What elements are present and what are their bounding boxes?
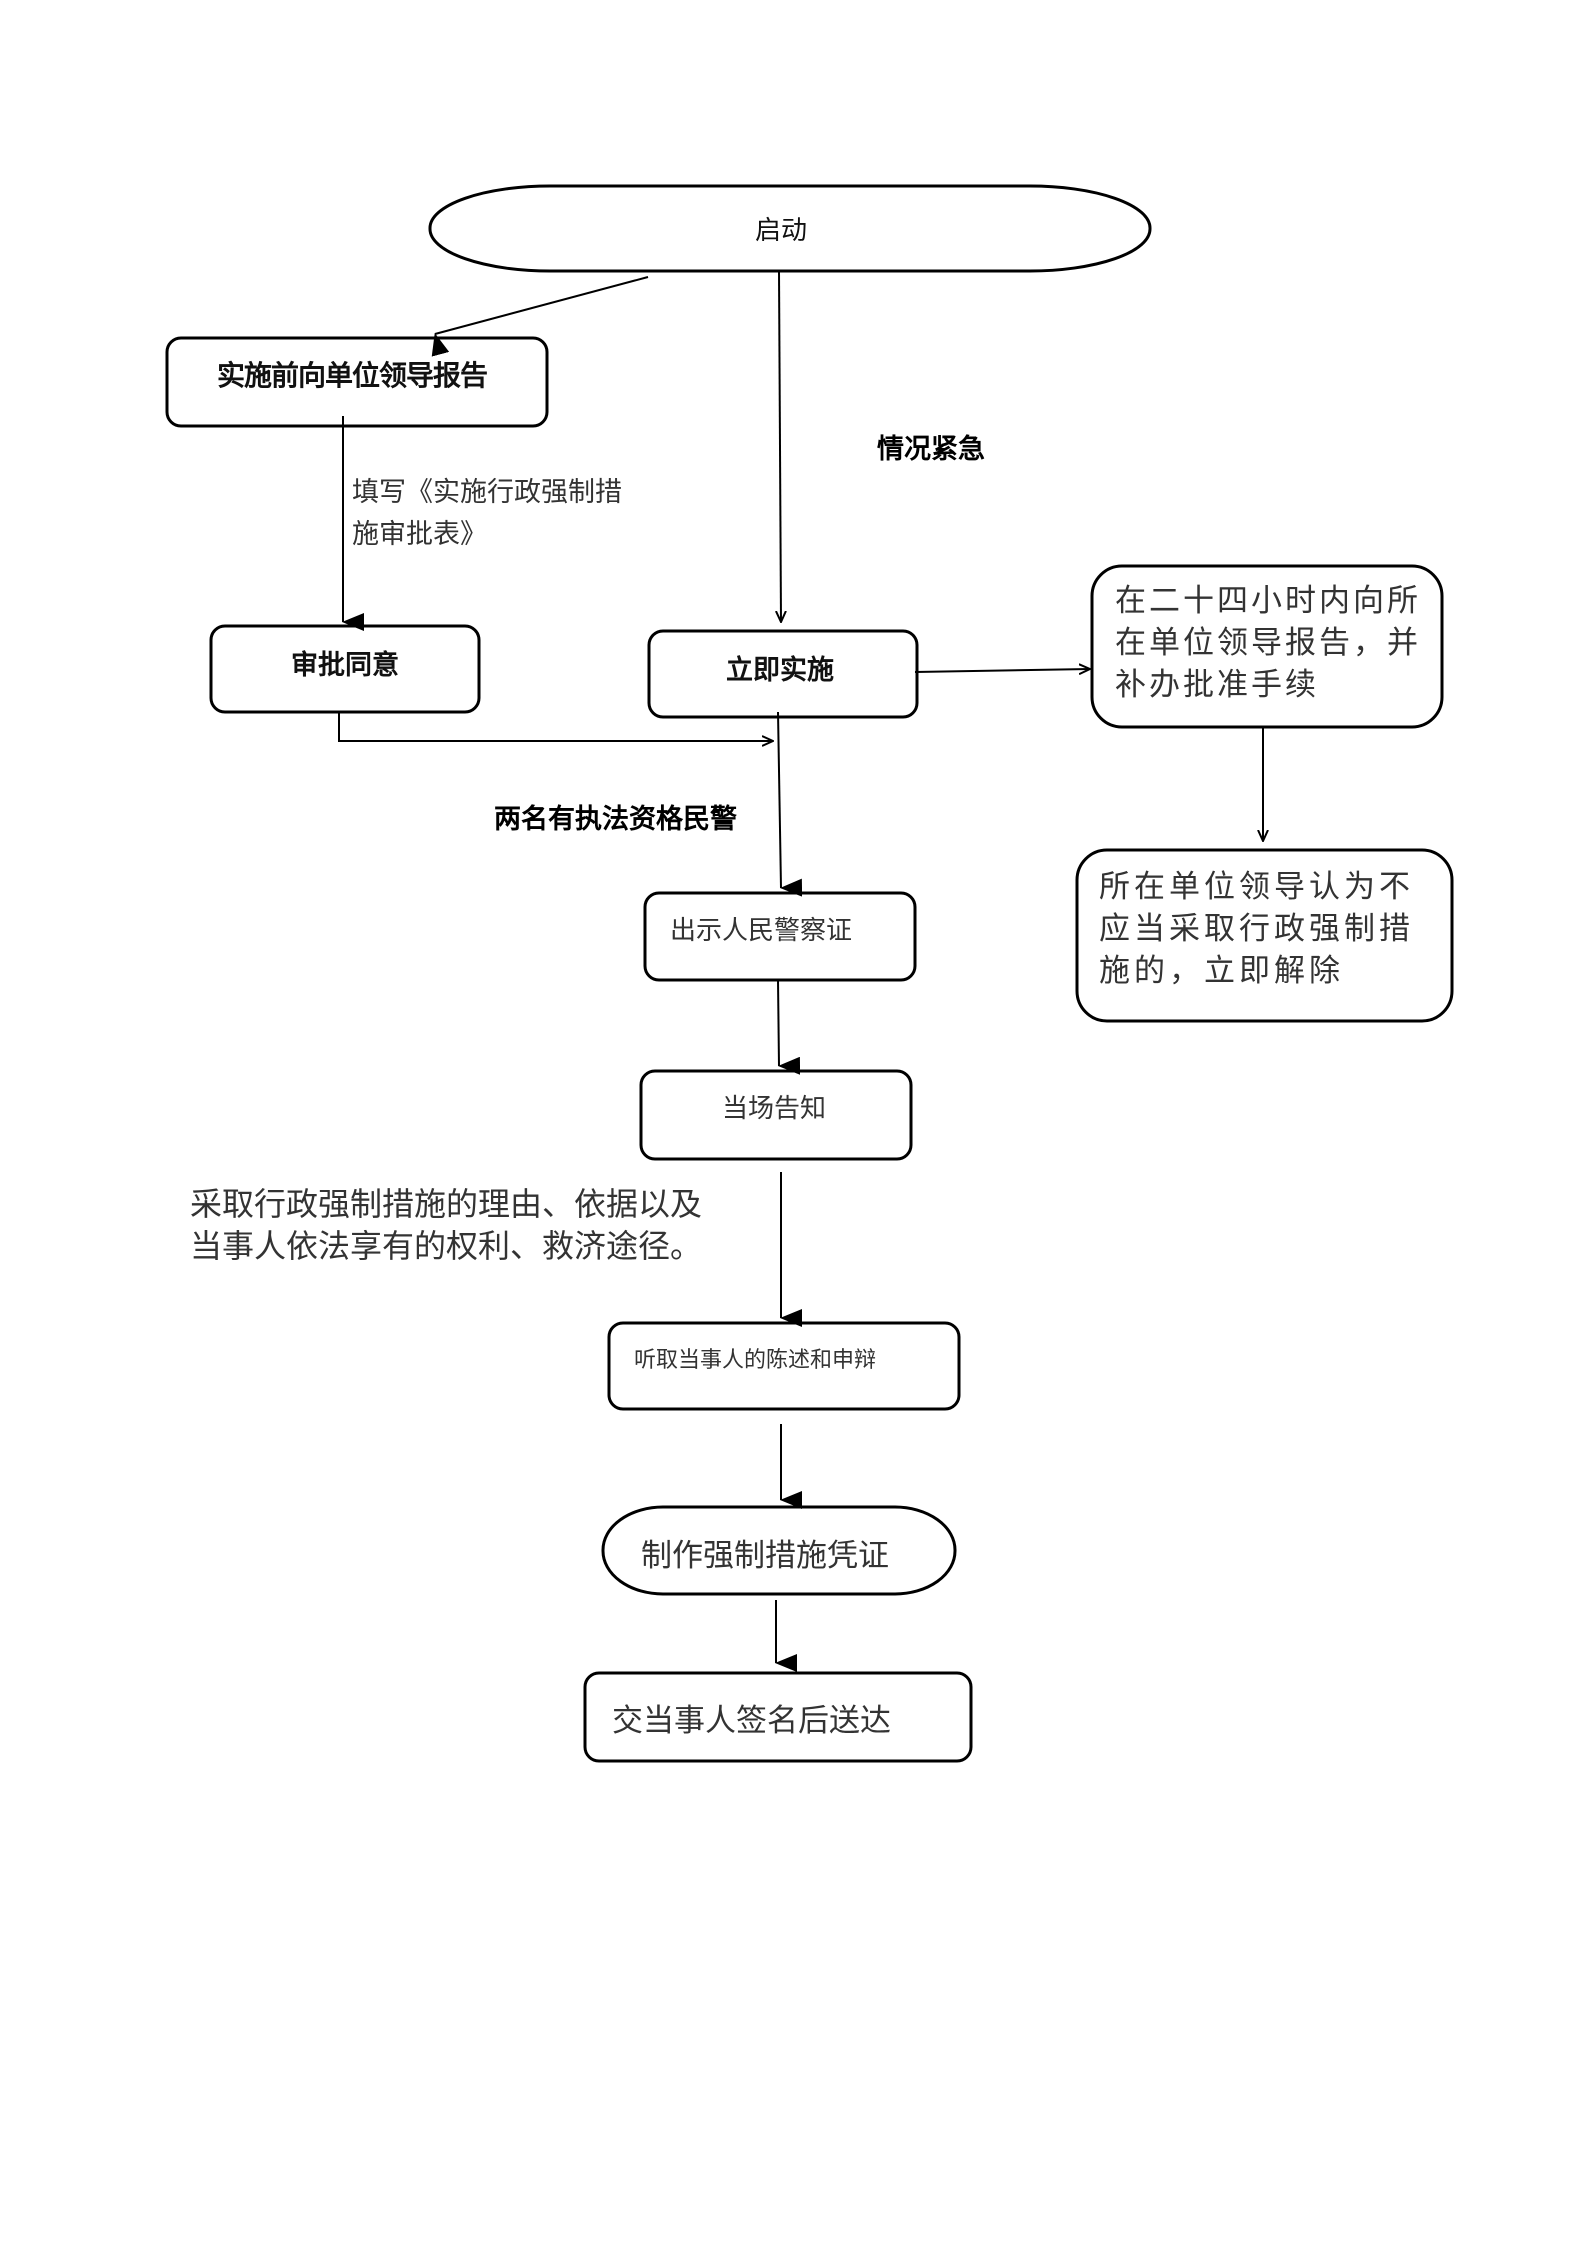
deliver-node-shape [583, 1671, 973, 1763]
edge-show-id-to-notify [777, 979, 801, 1075]
release-node-label: 所在单位领导认为不 应当采取行政强制措 施的，立即解除 [1099, 866, 1414, 992]
release-line-1: 所在单位领导认为不 [1099, 869, 1414, 905]
fill-form-line-1: 填写《实施行政强制措 [352, 477, 622, 508]
notify-node-label: 当场告知 [722, 1094, 827, 1124]
implement-now-node-shape [647, 629, 919, 719]
hear-node-label: 听取当事人的陈述和申辩 [634, 1348, 877, 1373]
approve-node-label: 审批同意 [291, 650, 399, 681]
make-voucher-node-shape [601, 1505, 957, 1596]
urgent-annotation: 情况紧急 [877, 434, 985, 465]
two-officers-annotation: 两名有执法资格民警 [494, 804, 737, 835]
make-voucher-node-label: 制作强制措施凭证 [641, 1538, 889, 1574]
edge-start-to-report-before [431, 276, 649, 357]
edge-start-to-implement-now [779, 271, 781, 622]
report-before-node-label: 实施前向单位领导报告 [217, 359, 488, 392]
edge-approve-to-main [338, 712, 773, 741]
fill-form-annotation: 填写《实施行政强制措 施审批表》 [352, 472, 622, 556]
report-24h-line-3: 补办批准手续 [1115, 667, 1319, 703]
deliver-node-label: 交当事人签名后送达 [612, 1703, 891, 1739]
notify-content-line-2: 当事人依法享有的权利、救济途径。 [190, 1227, 703, 1265]
start-node-label: 启动 [755, 216, 808, 246]
fill-form-line-2: 施审批表》 [352, 519, 487, 550]
start-node-shape [428, 184, 1152, 273]
report-24h-node-label: 在二十四小时内向所 在单位领导报告，并 补办批准手续 [1115, 580, 1421, 706]
notify-content-annotation: 采取行政强制措施的理由、依据以及 当事人依法享有的权利、救济途径。 [190, 1183, 702, 1267]
release-line-2: 应当采取行政强制措 [1099, 911, 1414, 947]
show-id-node-label: 出示人民警察证 [670, 916, 853, 946]
report-24h-node-shape [1090, 564, 1444, 729]
report-24h-line-1: 在二十四小时内向所 [1115, 583, 1421, 619]
edge-implement-now-to-report-24h [914, 669, 1090, 672]
release-node-shape [1075, 848, 1454, 1023]
report-24h-line-2: 在单位领导报告，并 [1115, 625, 1421, 661]
implement-now-node-label: 立即实施 [726, 655, 834, 686]
release-line-3: 施的，立即解除 [1099, 953, 1344, 989]
notify-node-shape [639, 1069, 913, 1161]
report-before-node-shape [165, 336, 549, 428]
show-id-node-shape [643, 891, 917, 982]
notify-content-line-1: 采取行政强制措施的理由、依据以及 [190, 1185, 703, 1223]
edge-implement-now-to-show-id [777, 711, 803, 897]
